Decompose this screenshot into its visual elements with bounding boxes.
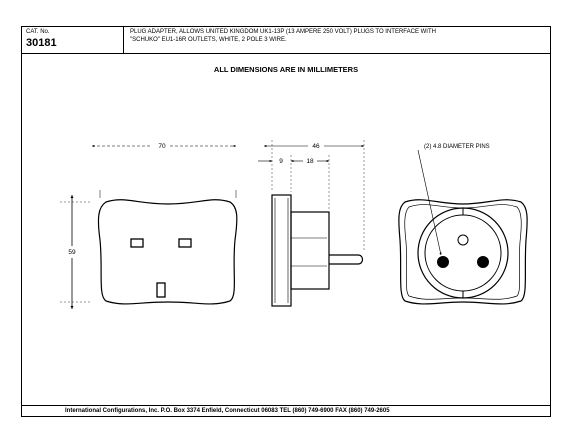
width-dimension-label: 70 — [158, 143, 166, 150]
front-view — [60, 144, 238, 309]
pin-callout-leader — [417, 149, 442, 256]
catalog-label: CAT. No. — [26, 29, 50, 35]
uk-pin-slot-left — [130, 238, 144, 248]
rear-view — [398, 149, 528, 305]
uk-pin-slot-right — [178, 238, 192, 248]
rear-body-outline — [398, 199, 528, 305]
front-body-outline — [97, 199, 238, 305]
schuko-recess-inner — [424, 214, 502, 292]
side-view — [258, 140, 365, 307]
product-description: PLUG ADAPTER, ALLOWS UNITED KINGDOM UK1-… — [130, 29, 436, 44]
schuko-pin-right — [477, 256, 489, 268]
side-rear-body — [290, 211, 330, 290]
description-line-1: PLUG ADAPTER, ALLOWS UNITED KINGDOM UK1-… — [130, 29, 436, 35]
uk-earth-slot — [156, 282, 166, 298]
schuko-pin-left — [437, 256, 449, 268]
company-footer: International Configurations, Inc. P.O. … — [22, 405, 550, 416]
dimension-note: ALL DIMENSIONS ARE IN MILLIMETERS — [213, 65, 359, 74]
schuko-pin-side — [329, 254, 364, 265]
side-pin-dimension-label: 18 — [306, 158, 314, 165]
side-total-dimension-label: 46 — [312, 143, 320, 150]
center-hole — [457, 234, 469, 246]
catalog-cell: CAT. No. 30181 — [22, 27, 124, 53]
schuko-recess-outer — [417, 207, 509, 299]
height-dimension-label: 59 — [68, 249, 76, 256]
pin-callout-label: (2) 4.8 DIAMETER PINS — [424, 144, 490, 150]
catalog-number: 30181 — [26, 37, 57, 49]
description-line-2: "SCHUKO" EU1-16R OUTLETS, WHITE, 2 POLE … — [130, 36, 287, 43]
drawing-sheet: CAT. No. 30181 PLUG ADAPTER, ALLOWS UNIT… — [21, 26, 551, 417]
title-block: CAT. No. 30181 PLUG ADAPTER, ALLOWS UNIT… — [22, 27, 550, 54]
side-body-dimension-label: 9 — [279, 158, 283, 165]
